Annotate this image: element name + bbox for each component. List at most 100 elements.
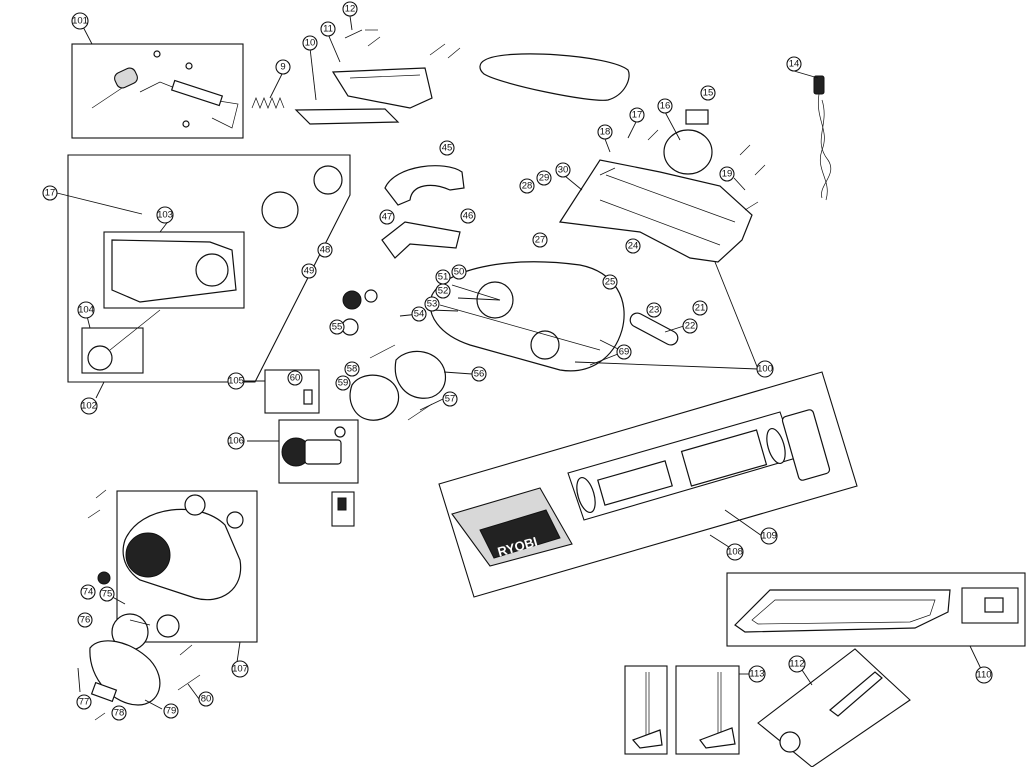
part-109-filter xyxy=(576,427,786,514)
callout-27: 27 xyxy=(532,232,548,248)
box-108 xyxy=(438,371,858,598)
callout-54: 54 xyxy=(411,306,427,322)
part-pulley xyxy=(156,614,180,638)
svg-text:55: 55 xyxy=(332,322,343,333)
callout-78: 78 xyxy=(111,705,127,721)
svg-text:15: 15 xyxy=(703,88,714,99)
callout-49: 49 xyxy=(301,263,317,279)
callout-47: 47 xyxy=(379,209,395,225)
svg-text:79: 79 xyxy=(166,706,177,717)
svg-text:23: 23 xyxy=(649,305,660,316)
callout-9: 9 xyxy=(275,59,291,75)
sanding-belt xyxy=(479,53,630,101)
svg-text:58: 58 xyxy=(347,364,358,375)
callout-56: 56 xyxy=(471,366,487,382)
part-15-label xyxy=(685,109,709,125)
callout-69: 69 xyxy=(616,344,632,360)
part-110-frame xyxy=(734,589,951,633)
svg-text:112: 112 xyxy=(789,659,804,670)
callout-74: 74 xyxy=(80,584,96,600)
callout-12: 12 xyxy=(342,1,358,17)
callout-10: 10 xyxy=(302,35,318,51)
callout-77: 77 xyxy=(76,694,92,710)
svg-text:53: 53 xyxy=(427,299,438,310)
part-59-cover xyxy=(349,374,400,421)
part-22-knob xyxy=(629,312,679,346)
callout-45: 45 xyxy=(439,140,455,156)
svg-text:50: 50 xyxy=(454,267,465,278)
part-107-gearbox xyxy=(122,494,244,601)
part-110-key xyxy=(984,597,1004,613)
callout-53: 53 xyxy=(424,296,440,312)
svg-text:103: 103 xyxy=(157,210,173,221)
box-110 xyxy=(726,572,1026,647)
callout-30: 30 xyxy=(555,162,571,178)
svg-text:48: 48 xyxy=(320,245,331,256)
part-49-gear xyxy=(342,290,362,310)
svg-text:19: 19 xyxy=(722,169,733,180)
svg-text:21: 21 xyxy=(695,303,706,314)
callout-102: 102 xyxy=(80,397,98,415)
svg-text:56: 56 xyxy=(474,369,485,380)
part-113-clamps xyxy=(631,672,736,749)
box-106 xyxy=(278,419,359,484)
part-108-platen: RYOBI xyxy=(451,487,573,567)
svg-text:109: 109 xyxy=(761,531,777,542)
callout-103: 103 xyxy=(156,206,174,224)
part-102-internals xyxy=(87,165,343,371)
svg-text:77: 77 xyxy=(79,697,90,708)
svg-text:24: 24 xyxy=(628,241,639,252)
callout-109: 109 xyxy=(760,527,778,545)
svg-text:29: 29 xyxy=(539,173,550,184)
callout-112: 112 xyxy=(788,655,806,673)
svg-text:52: 52 xyxy=(438,286,449,297)
callout-101: 101 xyxy=(71,12,89,30)
svg-text:28: 28 xyxy=(522,181,533,192)
box-107 xyxy=(116,490,258,643)
svg-text:100: 100 xyxy=(757,364,773,375)
svg-text:102: 102 xyxy=(81,401,97,412)
svg-text:59: 59 xyxy=(338,378,349,389)
part-47-frame xyxy=(381,221,461,259)
part-14-power-cord xyxy=(813,75,832,201)
callout-18: 18 xyxy=(597,124,613,140)
box-101 xyxy=(71,43,244,139)
callout-29: 29 xyxy=(536,170,552,186)
svg-text:60: 60 xyxy=(290,373,301,384)
svg-text:9: 9 xyxy=(280,62,285,73)
callout-28: 28 xyxy=(519,178,535,194)
svg-text:12: 12 xyxy=(345,4,356,15)
svg-text:105: 105 xyxy=(228,376,244,387)
callout-15: 15 xyxy=(700,85,716,101)
callout-11: 11 xyxy=(320,21,336,37)
callout-21: 21 xyxy=(692,300,708,316)
callout-113: 113 xyxy=(748,665,766,683)
part-106-armature xyxy=(281,426,346,467)
svg-text:69: 69 xyxy=(619,347,630,358)
svg-text:51: 51 xyxy=(438,272,449,283)
svg-text:22: 22 xyxy=(685,321,696,332)
svg-text:17: 17 xyxy=(632,110,643,121)
part-10-11-plate xyxy=(294,29,461,125)
callout-17-top: 17 xyxy=(629,107,645,123)
svg-text:78: 78 xyxy=(114,708,125,719)
box-103 xyxy=(103,231,245,309)
svg-text:47: 47 xyxy=(382,212,393,223)
main-housing xyxy=(429,261,625,372)
svg-text:108: 108 xyxy=(727,547,743,558)
part-9-spring xyxy=(251,97,285,109)
callout-48: 48 xyxy=(317,242,333,258)
upper-housing xyxy=(558,159,753,263)
svg-text:110: 110 xyxy=(976,670,991,681)
callout-16: 16 xyxy=(657,98,673,114)
callout-75: 75 xyxy=(99,586,115,602)
callout-46: 46 xyxy=(460,208,476,224)
callout-60: 60 xyxy=(287,370,303,386)
svg-text:25: 25 xyxy=(605,277,616,288)
svg-text:104: 104 xyxy=(78,305,94,316)
svg-text:30: 30 xyxy=(558,165,569,176)
callout-106: 106 xyxy=(227,432,245,450)
part-101-tensioner xyxy=(91,50,239,129)
callout-76: 76 xyxy=(77,612,93,628)
